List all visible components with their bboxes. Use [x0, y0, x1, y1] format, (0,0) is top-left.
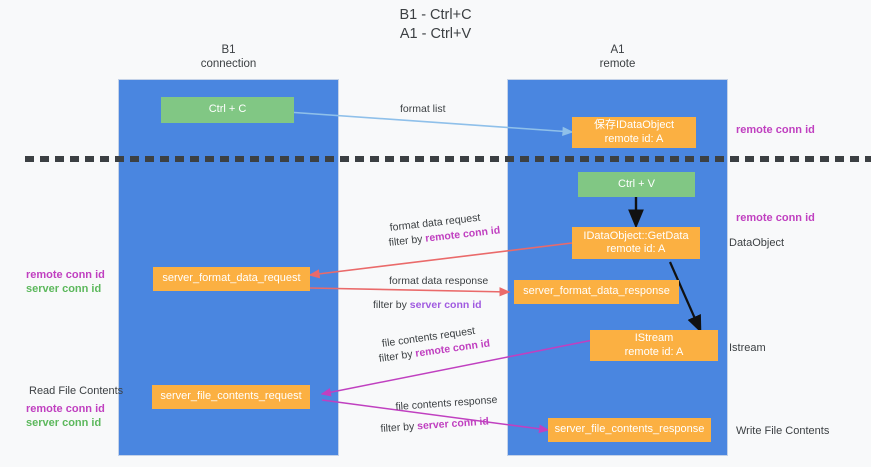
annotation-left-remote-conn-id: remote conn id	[26, 269, 105, 281]
annotation-write-file-contents: Write File Contents	[736, 425, 830, 437]
column-header-a1: A1 remote	[599, 44, 636, 70]
filter-prefix: filter by	[380, 420, 418, 435]
annotation-left-server-conn-id-2: server conn id	[26, 417, 102, 429]
node-idataobject-getdata[interactable]: IDataObject::GetData remote id: A	[572, 227, 700, 259]
edge-label-file-contents-response-filter: filter by server conn id	[380, 414, 489, 436]
annotation-read-file-contents: Read File Contents	[29, 385, 124, 397]
page-title: B1 - Ctrl+C A1 - Ctrl+V	[399, 7, 472, 42]
filter-prefix: filter by	[388, 232, 427, 249]
filter-key-server-conn-id: server conn id	[409, 299, 482, 311]
node-save-idataobject[interactable]: 保存IDataObject remote id: A	[572, 117, 696, 148]
annotation-remote-conn-id-mid: remote conn id	[736, 212, 815, 224]
filter-prefix: filter by	[373, 299, 410, 311]
node-server-format-data-response[interactable]: server_format_data_response	[514, 280, 679, 304]
annotation-istream: Istream	[729, 342, 766, 354]
edge-label-file-contents-response: file contents response	[395, 393, 498, 413]
annotation-remote-conn-id-top: remote conn id	[736, 124, 815, 136]
annotation-left-remote-conn-id-2: remote conn id	[26, 403, 105, 415]
edge-label-format-data-response: format data response	[389, 275, 489, 287]
edge-label-format-data-response-filter: filter by server conn id	[373, 298, 482, 312]
node-ctrl-c[interactable]: Ctrl + C	[161, 97, 294, 123]
phase-divider	[25, 156, 871, 162]
edge-label-format-list: format list	[400, 103, 446, 115]
node-istream[interactable]: IStream remote id: A	[590, 330, 718, 361]
node-ctrl-v[interactable]: Ctrl + V	[578, 172, 695, 197]
filter-key-server-conn-id: server conn id	[416, 415, 490, 433]
column-header-b1: B1 connection	[200, 44, 257, 70]
node-server-format-data-request[interactable]: server_format_data_request	[153, 267, 310, 291]
filter-prefix: filter by	[378, 347, 417, 365]
node-server-file-contents-response[interactable]: server_file_contents_response	[548, 418, 711, 442]
edge-format-data-response	[309, 287, 511, 297]
annotation-dataobject: DataObject	[729, 237, 785, 249]
node-server-file-contents-request[interactable]: server_file_contents_request	[152, 385, 310, 409]
annotation-left-server-conn-id: server conn id	[26, 283, 102, 295]
